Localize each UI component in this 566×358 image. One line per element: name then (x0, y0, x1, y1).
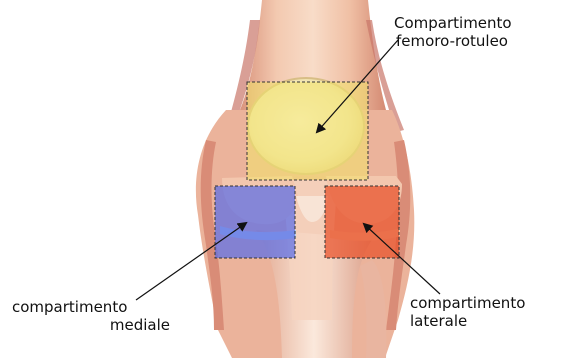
label-laterale-line1: compartimento (410, 294, 525, 312)
label-laterale: compartimento laterale (410, 294, 525, 330)
label-femoro-rotuleo: Compartimento femoro-rotuleo (394, 14, 512, 50)
label-mediale-line2: mediale (12, 316, 170, 334)
label-laterale-line2: laterale (410, 312, 525, 330)
label-femoro-rotuleo-line1: Compartimento (394, 14, 512, 32)
femoro-rotuleo-region (247, 82, 368, 180)
laterale-region (325, 186, 399, 258)
label-femoro-rotuleo-line2: femoro-rotuleo (394, 32, 512, 50)
label-mediale-line1: compartimento (12, 298, 170, 316)
label-mediale: compartimento mediale (12, 298, 170, 334)
mediale-region (215, 186, 295, 258)
